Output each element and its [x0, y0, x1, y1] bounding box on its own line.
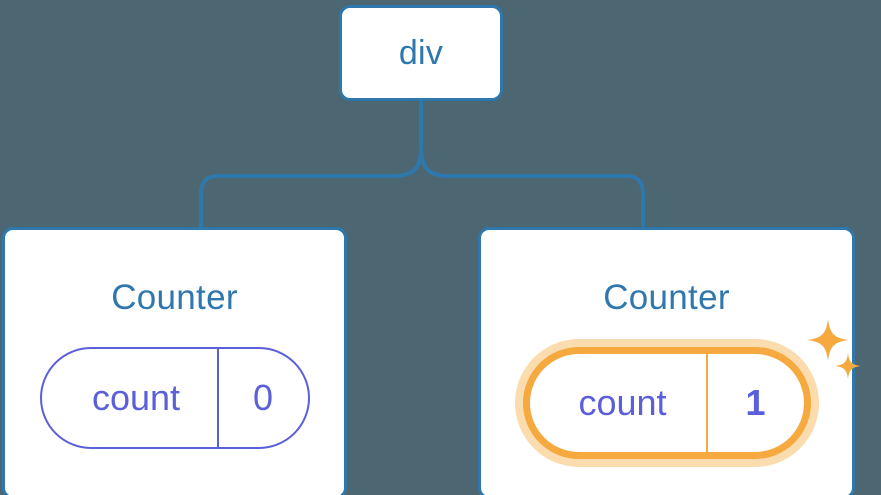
state-value-right: 1 — [705, 354, 804, 452]
node-div[interactable]: div — [339, 5, 503, 101]
sparkle-small-icon — [834, 353, 861, 379]
node-counter-left-label: Counter — [111, 278, 238, 317]
node-counter-right[interactable]: Counter count 1 — [478, 227, 861, 495]
sparkle-group — [806, 319, 869, 391]
state-key-left: count — [91, 377, 181, 418]
edge-to-counter-left — [199, 146, 423, 229]
node-counter-left[interactable]: Counter count 0 — [2, 227, 347, 495]
node-counter-right-label: Counter — [603, 278, 730, 317]
state-value-left: 0 — [216, 349, 308, 447]
edge-to-counter-right — [419, 146, 645, 229]
state-key-right: count — [578, 382, 667, 423]
state-pill-left[interactable]: count 0 — [39, 347, 310, 449]
node-div-label: div — [398, 34, 444, 72]
sparkle-large-icon — [806, 319, 849, 361]
state-pill-right[interactable]: count 1 — [522, 319, 861, 459]
